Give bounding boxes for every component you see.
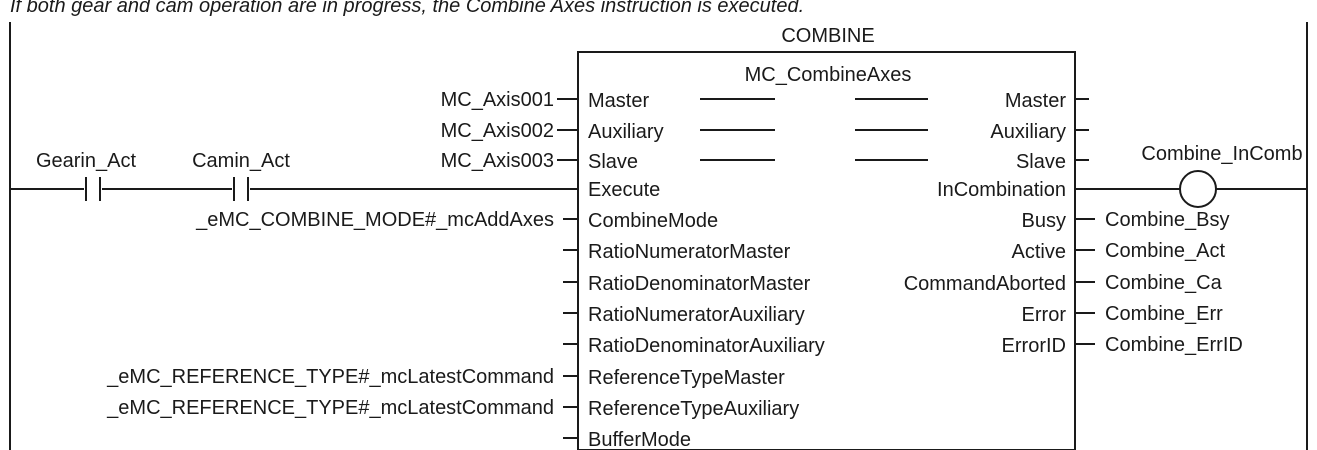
output-name: CommandAborted [904,273,1066,295]
input-variable: _eMC_COMBINE_MODE#_mcAddAxes [195,209,554,231]
inout-input-name: Auxiliary [588,121,664,143]
input-name: RatioDenominatorAuxiliary [588,335,825,357]
input-name: ReferenceTypeMaster [588,367,785,389]
function-block: COMBINE MC_CombineAxes MC_Axis001 Master… [106,25,1243,450]
output-name: Error [1022,304,1067,326]
inout-output-name: Master [1005,90,1066,112]
inout-output-name: Auxiliary [990,121,1066,143]
inout-input-name: Master [588,90,649,112]
input-name: CombineMode [588,210,718,232]
input-name: BufferMode [588,429,691,450]
inout-variable: MC_Axis001 [441,89,554,111]
contact-label: Gearin_Act [36,150,136,172]
input-name: ReferenceTypeAuxiliary [588,398,799,420]
contact-gearin-act: Gearin_Act [36,150,136,201]
input-variable: _eMC_REFERENCE_TYPE#_mcLatestCommand [106,397,554,419]
contact-label: Camin_Act [192,150,290,172]
output-name: InCombination [937,179,1066,201]
coil-combine-incomb: Combine_InComb [1141,143,1303,208]
inout-variable: MC_Axis003 [441,150,554,172]
fb-type-name: MC_CombineAxes [745,64,912,86]
coil-label: Combine_InComb [1141,143,1302,165]
fb-box [577,51,1076,450]
output-variable: Combine_Err [1105,303,1223,325]
input-name: Execute [588,179,660,201]
output-variable: Combine_Act [1105,240,1226,262]
inout-input-name: Slave [588,151,638,173]
inout-output-name: Slave [1016,151,1066,173]
inout-variable: MC_Axis002 [441,120,554,142]
output-variable: Combine_Bsy [1105,209,1230,231]
output-variable: Combine_ErrID [1105,334,1243,356]
output-name: Busy [1022,210,1066,232]
input-variable: _eMC_REFERENCE_TYPE#_mcLatestCommand [106,366,554,388]
output-name: Active [1012,241,1066,263]
fb-instance-name: COMBINE [781,25,874,47]
input-name: RatioNumeratorMaster [588,241,791,263]
output-name: ErrorID [1002,335,1066,357]
caption: If both gear and cam operation are in pr… [10,0,804,17]
input-name: RatioNumeratorAuxiliary [588,304,805,326]
contact-camin-act: Camin_Act [192,150,290,201]
output-variable: Combine_Ca [1105,272,1223,294]
input-name: RatioDenominatorMaster [588,273,811,295]
